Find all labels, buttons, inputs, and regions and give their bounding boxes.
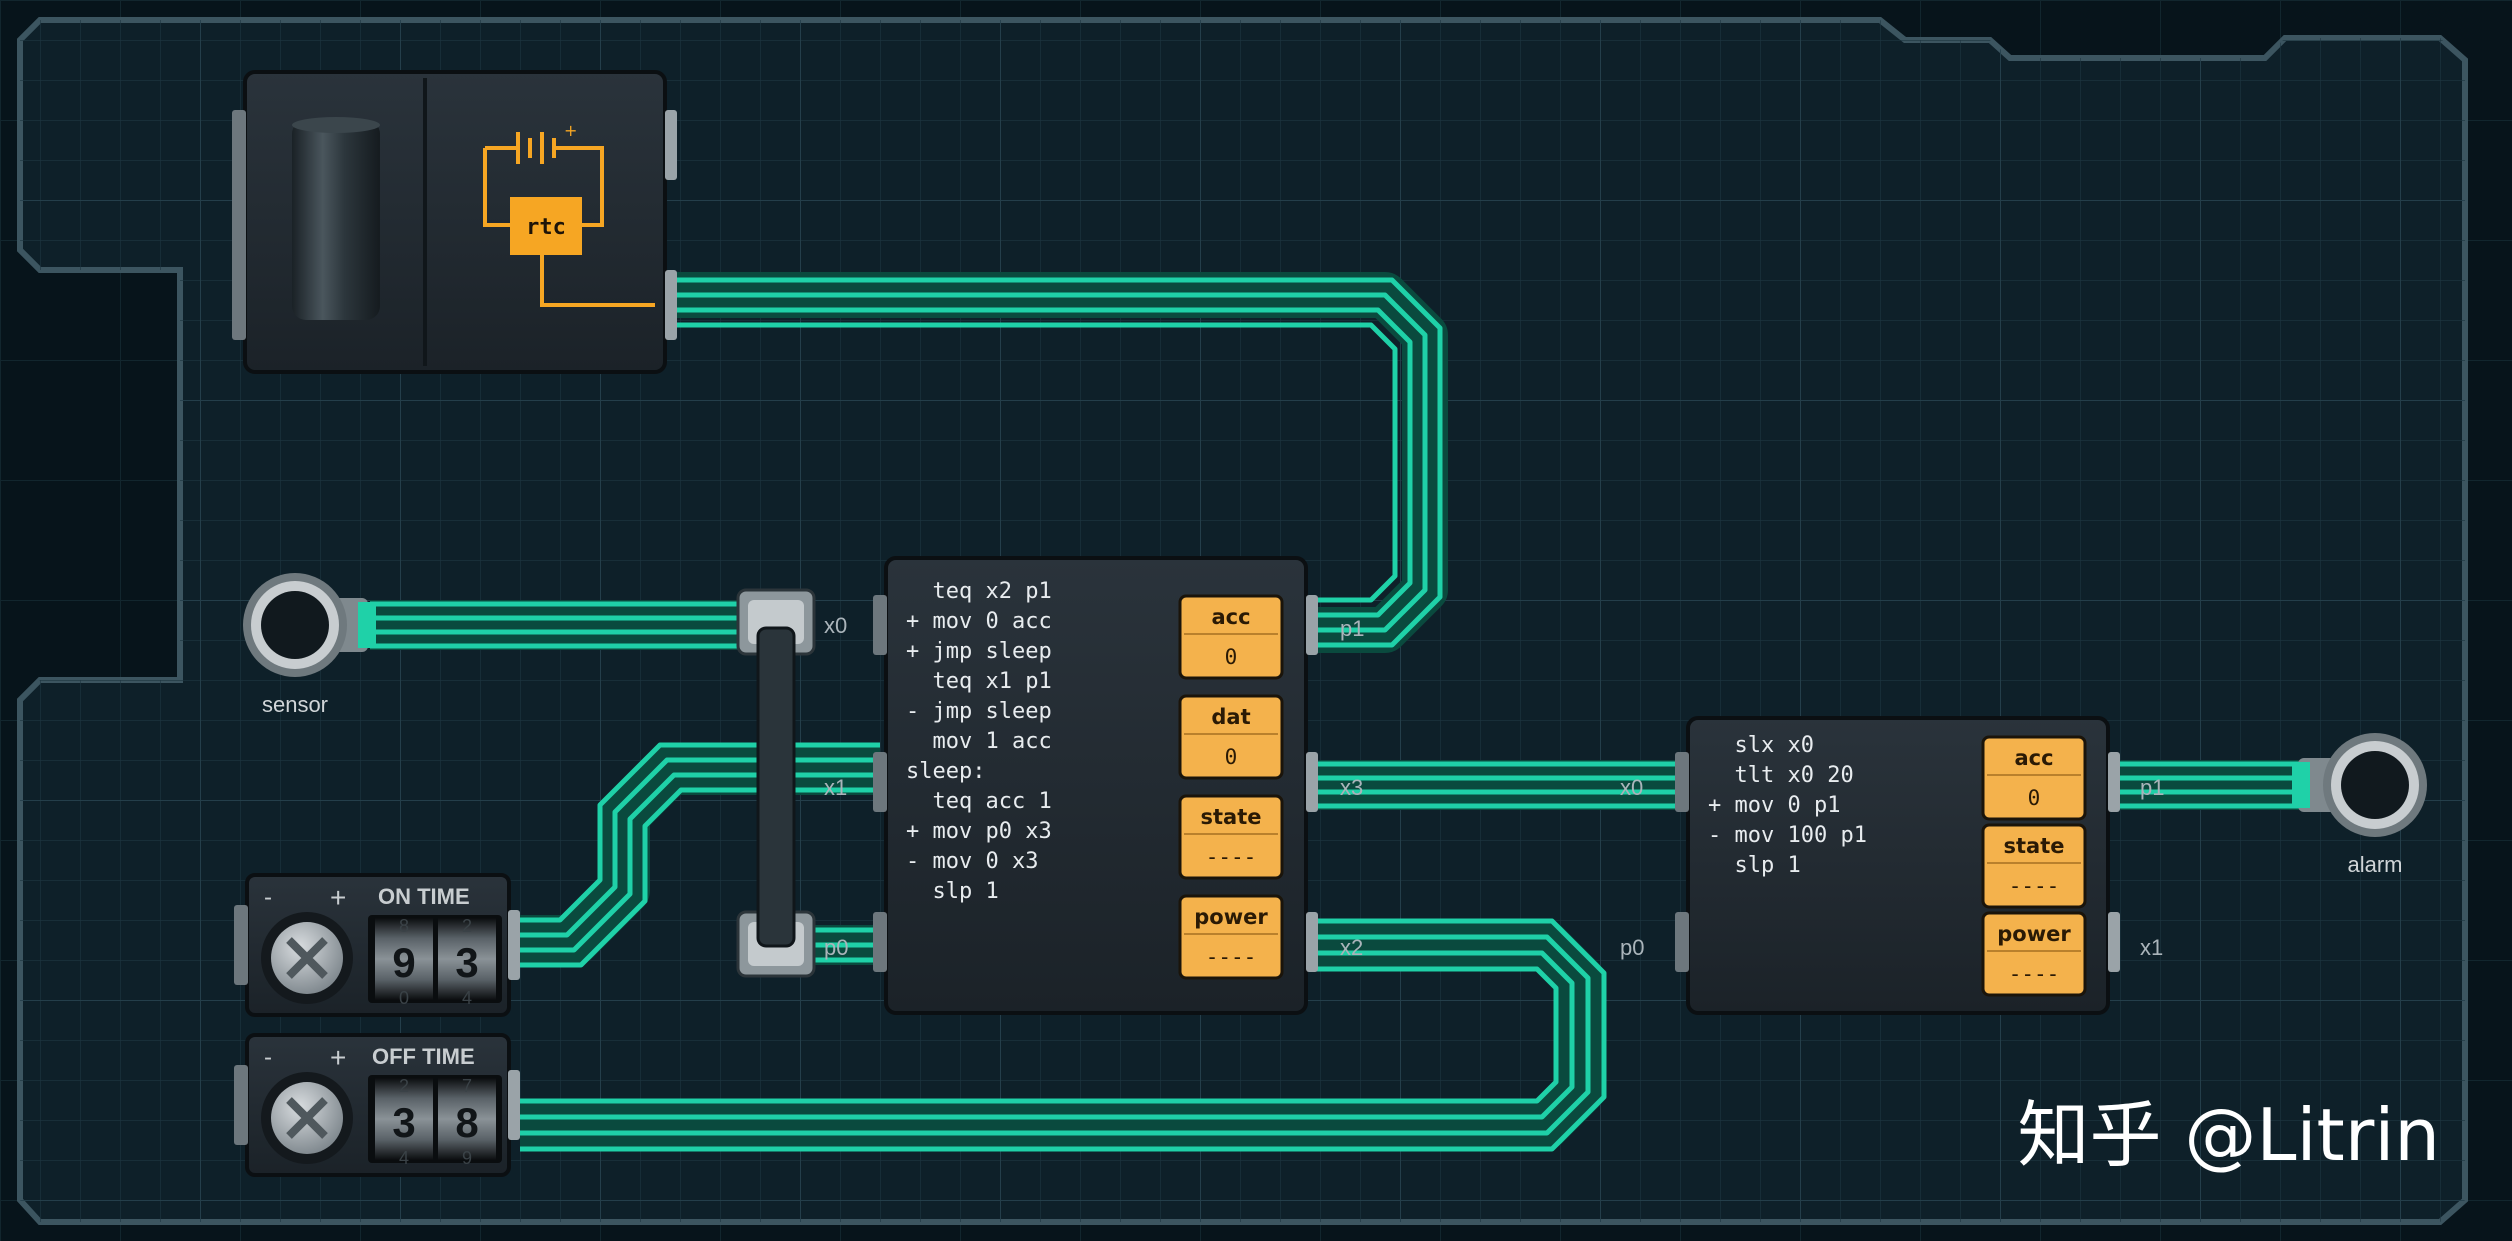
capacitor-icon <box>292 117 380 320</box>
code-line[interactable]: sleep: <box>906 759 985 784</box>
register-power: power ---- <box>1178 894 1284 980</box>
code-line[interactable]: slp 1 <box>1708 853 1801 878</box>
on-time-minus-button[interactable]: - <box>264 884 272 911</box>
on-time-digit-2: 3 <box>455 939 478 986</box>
code-line[interactable]: - mov 0 x3 <box>906 849 1038 874</box>
code-line[interactable]: mov 1 acc <box>906 729 1052 754</box>
off-time-drum-2[interactable] <box>438 1078 496 1160</box>
off-time-digit-above-2: 7 <box>462 1076 472 1096</box>
rtc-label: rtc <box>526 215 566 240</box>
on-time-digit-1: 9 <box>392 939 415 986</box>
register-name: acc <box>2014 746 2053 770</box>
off-time-drum-1[interactable] <box>375 1078 433 1160</box>
code-line[interactable]: - mov 100 p1 <box>1708 823 1867 848</box>
wire-p1-to-alarm[interactable] <box>2110 760 2310 810</box>
sensor-device[interactable]: sensor <box>243 573 376 717</box>
bridge-port-x1-label: x1 <box>824 775 847 800</box>
register-value: 0 <box>2028 786 2041 810</box>
code-line[interactable]: + jmp sleep <box>906 639 1052 664</box>
alarm-device[interactable]: alarm <box>2292 733 2427 877</box>
on-time-knob[interactable] <box>261 912 353 1004</box>
on-time-drum-1[interactable] <box>375 918 433 1000</box>
alarm-label: alarm <box>2347 852 2402 877</box>
on-time-digit-above-1: 8 <box>399 916 409 936</box>
off-time-digit-below-2: 9 <box>462 1148 472 1168</box>
bridge-port-x0-label: x0 <box>824 613 847 638</box>
rtc-chip <box>510 197 582 255</box>
register-state: state ---- <box>1981 823 2087 909</box>
off-time-digit-below-1: 4 <box>399 1148 409 1168</box>
register-value: 0 <box>1225 645 1238 669</box>
code-line[interactable]: - jmp sleep <box>906 699 1052 724</box>
register-acc: acc 0 <box>1981 735 2087 821</box>
off-time-minus-button[interactable]: - <box>264 1044 272 1071</box>
off-time-digit-2: 8 <box>455 1099 478 1146</box>
controller-2-code-listing[interactable]: slx x0 tlt x0 20 + mov 0 p1 - mov 100 p1 s… <box>1708 733 1867 878</box>
register-name: state <box>2004 834 2065 858</box>
microcontroller-2[interactable]: slx x0 tlt x0 20 + mov 0 p1 - mov 100 p1 s… <box>1620 716 2164 1015</box>
wire-rtc-to-p1[interactable] <box>670 272 1448 653</box>
microcontroller-1[interactable]: teq x2 p1 + mov 0 acc + jmp sleep teq x1 p… <box>873 556 1364 1015</box>
off-time-plus-button[interactable]: + <box>330 1042 346 1073</box>
controller-1-port-x3-label: x3 <box>1340 775 1363 800</box>
controller-1-port-p1-label: p1 <box>1340 616 1364 641</box>
register-name: state <box>1201 805 1262 829</box>
off-time-dial[interactable]: - + OFF TIME 2 7 3 8 4 9 <box>234 1033 520 1177</box>
register-value: ---- <box>2009 874 2060 898</box>
code-line[interactable]: tlt x0 20 <box>1708 763 1854 788</box>
off-time-label: OFF TIME <box>372 1044 475 1069</box>
on-time-digit-below-2: 4 <box>462 988 472 1008</box>
code-line[interactable]: teq x2 p1 <box>906 579 1052 604</box>
on-time-plus-button[interactable]: + <box>330 882 346 913</box>
on-time-digit-below-1: 0 <box>399 988 409 1008</box>
code-line[interactable]: + mov 0 acc <box>906 609 1052 634</box>
on-time-dial[interactable]: - + ON TIME 8 2 9 3 0 4 <box>234 873 520 1017</box>
rtc-module[interactable]: + rtc <box>232 70 677 374</box>
register-acc: acc 0 <box>1178 594 1284 680</box>
register-name: acc <box>1211 605 1250 629</box>
register-value: ---- <box>1206 845 1257 869</box>
register-name: dat <box>1211 705 1250 729</box>
register-value: 0 <box>1225 745 1238 769</box>
controller-2-port-p0-label: p0 <box>1620 935 1644 960</box>
battery-icon: + <box>483 121 655 307</box>
sensor-label: sensor <box>262 692 328 717</box>
controller-1-port-x2-label: x2 <box>1340 935 1363 960</box>
register-power: power ---- <box>1981 911 2087 997</box>
wire-on-time-to-x1[interactable] <box>520 742 880 968</box>
register-name: power <box>1194 905 1268 929</box>
code-line[interactable]: slx x0 <box>1708 733 1814 758</box>
off-time-digit-above-1: 2 <box>399 1076 409 1096</box>
on-time-label: ON TIME <box>378 884 470 909</box>
on-time-digit-above-2: 2 <box>462 916 472 936</box>
off-time-digit-1: 3 <box>392 1099 415 1146</box>
register-name: power <box>1997 922 2071 946</box>
wire-sensor-to-bridge[interactable] <box>370 600 745 650</box>
wire-x3-to-x0[interactable] <box>1310 760 1690 810</box>
code-line[interactable]: + mov 0 p1 <box>1708 793 1840 818</box>
controller-2-port-x0-label: x0 <box>1620 775 1643 800</box>
register-state: state ---- <box>1178 794 1284 880</box>
code-line[interactable]: + mov p0 x3 <box>906 819 1052 844</box>
wire-x2-to-off-time[interactable] <box>520 918 1607 1152</box>
on-time-drum-2[interactable] <box>438 918 496 1000</box>
watermark: 知乎 @Litrin <box>2018 1093 2440 1177</box>
svg-text:+: + <box>564 121 577 140</box>
off-time-knob[interactable] <box>261 1072 353 1164</box>
code-line[interactable]: teq x1 p1 <box>906 669 1052 694</box>
bridge-component[interactable]: x0 x1 p0 <box>736 588 848 978</box>
controller-2-port-x1-label: x1 <box>2140 935 2163 960</box>
register-value: ---- <box>2009 962 2060 986</box>
code-line[interactable]: slp 1 <box>906 879 999 904</box>
bridge-port-p0-label: p0 <box>824 935 848 960</box>
code-line[interactable]: teq acc 1 <box>906 789 1052 814</box>
controller-2-port-p1-label: p1 <box>2140 775 2164 800</box>
register-value: ---- <box>1206 945 1257 969</box>
controller-1-code-listing[interactable]: teq x2 p1 + mov 0 acc + jmp sleep teq x1 p… <box>906 579 1052 904</box>
register-dat: dat 0 <box>1178 694 1284 780</box>
